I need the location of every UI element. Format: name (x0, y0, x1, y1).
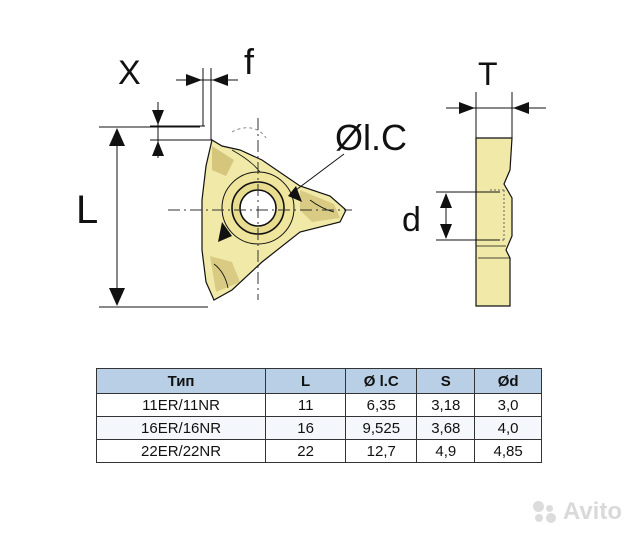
label-d: d (402, 201, 421, 239)
arrow-ic-lower-icon (218, 222, 232, 242)
label-l: L (76, 188, 99, 232)
dimension-l (99, 126, 208, 308)
avito-logo-icon (532, 501, 557, 523)
header-ic: Ø l.C (345, 368, 418, 394)
cell-ic: 9,525 (345, 416, 418, 440)
cell-s: 4,9 (416, 439, 476, 463)
spec-table: Тип L Ø l.C S Ød 11ER/11NR 11 6,35 3,18 … (95, 368, 542, 463)
dimension-f (176, 68, 238, 140)
label-t: T (478, 56, 498, 92)
label-x: X (118, 54, 141, 92)
cell-ic: 6,35 (345, 393, 418, 417)
dimension-d (436, 191, 500, 241)
insert-drawing (99, 68, 546, 308)
header-type: Тип (95, 368, 267, 394)
arrow-down-icon (109, 288, 125, 306)
triangular-insert (201, 127, 347, 301)
table-row: 22ER/22NR 22 12,7 4,9 4,85 (95, 439, 542, 463)
header-d: Ød (474, 368, 542, 394)
watermark-text: Avito (562, 498, 622, 525)
table-row: 11ER/11NR 11 6,35 3,18 3,0 (95, 393, 542, 417)
insert-side-view (475, 137, 513, 307)
cell-s: 3,18 (416, 393, 476, 417)
label-f: f (244, 41, 255, 82)
table-header-row: Тип L Ø l.C S Ød (95, 368, 542, 394)
cell-d: 3,0 (474, 393, 542, 417)
arrow-ic-upper-icon (288, 186, 302, 202)
center-lines (168, 118, 352, 300)
cell-d: 4,0 (474, 416, 542, 440)
cell-type: 22ER/22NR (95, 439, 267, 463)
cell-l: 11 (265, 393, 347, 417)
cell-l: 16 (265, 416, 347, 440)
dimension-x (150, 102, 212, 158)
cell-ic: 12,7 (345, 439, 418, 463)
cell-s: 3,68 (416, 416, 476, 440)
header-s: S (416, 368, 476, 394)
table-row: 16ER/16NR 16 9,525 3,68 4,0 (95, 416, 542, 440)
arrow-up-icon (109, 128, 125, 146)
header-l: L (265, 368, 347, 394)
dimension-t (446, 92, 546, 138)
cell-d: 4,85 (474, 439, 542, 463)
cell-type: 11ER/11NR (95, 393, 267, 417)
cell-l: 22 (265, 439, 347, 463)
avito-watermark: Avito (532, 498, 622, 526)
cell-type: 16ER/16NR (95, 416, 267, 440)
label-ic: Øl.C (335, 117, 407, 158)
